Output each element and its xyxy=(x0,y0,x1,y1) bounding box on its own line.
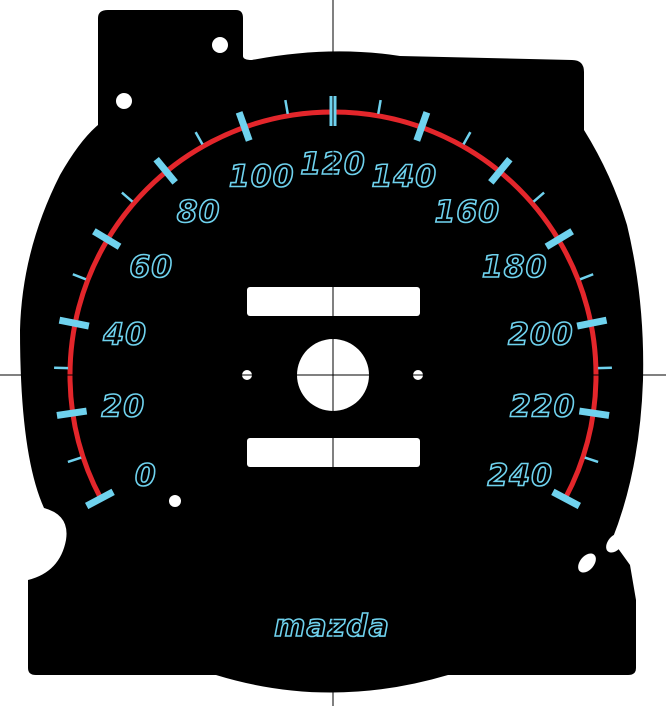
indicator-slot-a xyxy=(578,553,596,573)
major-tick-200 xyxy=(576,316,608,330)
mount-hole-top xyxy=(212,37,228,53)
scale-label-60: 60 xyxy=(129,250,173,285)
scale-label-40: 40 xyxy=(102,317,147,352)
major-tick-220 xyxy=(578,407,610,419)
major-tick-100 xyxy=(235,111,253,142)
minor-tick-230 xyxy=(584,456,599,464)
scale-label-220: 220 xyxy=(510,390,576,425)
scale-label-100: 100 xyxy=(229,159,295,194)
minor-tick-150 xyxy=(462,131,472,145)
brand-logo-text: mazda xyxy=(274,609,390,644)
scale-label-240: 240 xyxy=(487,459,553,494)
major-tick-40 xyxy=(58,316,90,330)
major-tick-240 xyxy=(551,488,581,510)
scale-label-140: 140 xyxy=(372,159,438,194)
scale-label-80: 80 xyxy=(177,195,221,230)
major-tick-60 xyxy=(92,228,122,250)
minor-tick-90 xyxy=(194,131,204,145)
major-tick-20 xyxy=(56,407,88,419)
major-tick-80 xyxy=(153,156,178,185)
scale-label-200: 200 xyxy=(508,317,574,352)
scale-label-160: 160 xyxy=(435,195,501,230)
tick-marks xyxy=(54,96,612,510)
indicator-slot-b xyxy=(606,533,624,553)
minor-tick-190 xyxy=(579,273,594,281)
scale-label-0: 0 xyxy=(135,459,157,494)
indicator-hole-lower xyxy=(169,495,181,507)
major-tick-180 xyxy=(544,228,574,250)
major-tick-140 xyxy=(413,111,431,142)
scale-label-180: 180 xyxy=(482,250,548,285)
minor-tick-10 xyxy=(67,456,82,464)
minor-tick-130 xyxy=(377,99,382,115)
major-tick-160 xyxy=(488,156,513,185)
minor-tick-110 xyxy=(284,99,289,115)
major-tick-0 xyxy=(85,488,115,510)
mount-hole-left xyxy=(116,93,132,109)
minor-tick-50 xyxy=(72,273,87,281)
minor-tick-70 xyxy=(121,191,134,203)
minor-tick-170 xyxy=(532,191,545,203)
scale-label-20: 20 xyxy=(101,390,145,425)
